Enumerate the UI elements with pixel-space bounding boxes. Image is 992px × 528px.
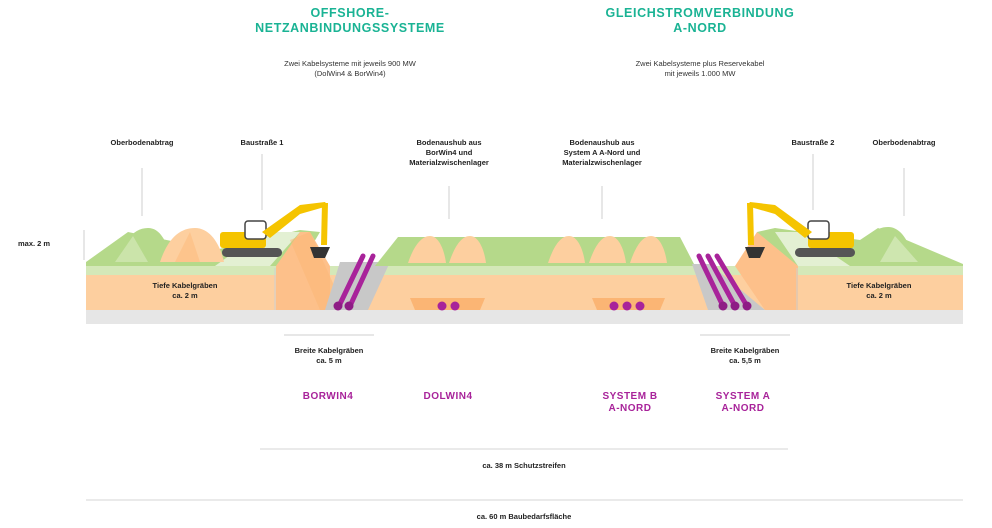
system-a-cable-1: [696, 253, 726, 309]
label-bodenaushub-left-line3: Materialzwischenlager: [409, 158, 489, 167]
label-max-height: max. 2 m: [18, 239, 51, 248]
topsoil-strip: [86, 266, 963, 275]
header-right-title-line2: A-NORD: [673, 21, 727, 35]
header-left-title-line2: NETZANBINDUNGSSYSTEME: [255, 21, 445, 35]
depth-label-left-line2: ca. 2 m: [172, 291, 198, 300]
system-a-cable-2: [705, 253, 738, 309]
system-b-cable-3: [635, 301, 645, 311]
system-label-system-b: SYSTEM B A-NORD: [590, 391, 670, 415]
header-left-subtitle-line2: (DolWin4 & BorWin4): [314, 69, 386, 78]
label-bodenaushub-right: Bodenaushub aus System A A-Nord und Mate…: [542, 138, 662, 168]
label-bodenaushub-left: Bodenaushub aus BorWin4 und Materialzwis…: [389, 138, 509, 168]
system-label-system-a-line2: A-NORD: [721, 403, 765, 414]
label-baustrasse-1: Baustraße 1: [240, 138, 284, 147]
depth-label-right: Tiefe Kabelgräben ca. 2 m: [824, 281, 934, 301]
label-oberboden-left: Oberbodenabtrag: [110, 138, 174, 147]
dolwin4-cable-2: [450, 301, 460, 311]
excavator-left-track: [222, 248, 282, 257]
system-label-system-a: SYSTEM A A-NORD: [703, 391, 783, 415]
construction-area-label: ca. 60 m Baubedarfsfläche: [476, 512, 572, 521]
system-label-borwin4: BORWIN4: [288, 391, 368, 403]
system-label-system-b-line2: A-NORD: [608, 403, 652, 414]
system-label-borwin4-line1: BORWIN4: [302, 391, 354, 402]
label-bodenaushub-left-line2: BorWin4 und: [425, 148, 473, 157]
borwin4-cable-2: [347, 253, 376, 309]
system-a-cables: [696, 253, 750, 309]
system-b-cable-1: [609, 301, 619, 311]
soil-layer: [86, 274, 963, 310]
borwin4-cable-1: [336, 253, 366, 309]
header-right-subtitle-line1: Zwei Kabelsysteme plus Reservekabel: [635, 59, 765, 68]
dolwin4-trench: [410, 298, 485, 310]
system-label-dolwin4-line1: DOLWIN4: [423, 391, 473, 402]
header-left-subtitle: Zwei Kabelsysteme mit jeweils 900 MW (Do…: [230, 59, 470, 79]
callout-lines: [83, 154, 905, 260]
width-label-right: Breite Kabelgräben ca. 5,5 m: [685, 346, 805, 366]
width-label-right-line1: Breite Kabelgräben: [710, 346, 780, 355]
system-label-system-b-line1: SYSTEM B: [602, 391, 658, 402]
system-label-dolwin4: DOLWIN4: [408, 391, 488, 403]
header-right-title: GLEICHSTROMVERBINDUNG A-NORD: [580, 6, 820, 36]
header-right-subtitle-line2: mit jeweils 1.000 MW: [664, 69, 736, 78]
label-bodenaushub-right-line2: System A A-Nord und: [563, 148, 641, 157]
width-label-left: Breite Kabelgräben ca. 5 m: [269, 346, 389, 366]
bodenaushub-heaps-left: [408, 236, 486, 263]
label-bodenaushub-right-line1: Bodenaushub aus: [569, 138, 635, 147]
header-right-title-line1: GLEICHSTROMVERBINDUNG: [605, 6, 795, 20]
base-layer: [86, 310, 963, 324]
system-a-cable-3: [714, 253, 750, 309]
depth-label-right-line2: ca. 2 m: [866, 291, 892, 300]
system-label-system-a-line1: SYSTEM A: [715, 391, 771, 402]
header-left-title-line1: OFFSHORE-: [310, 6, 390, 20]
system-b-cable-2: [622, 301, 632, 311]
depth-label-left-line1: Tiefe Kabelgräben: [152, 281, 218, 290]
width-label-right-line2: ca. 5,5 m: [729, 356, 761, 365]
width-label-left-line1: Breite Kabelgräben: [294, 346, 364, 355]
label-bodenaushub-left-line1: Bodenaushub aus: [416, 138, 482, 147]
header-right-subtitle: Zwei Kabelsysteme plus Reservekabel mit …: [580, 59, 820, 79]
depth-label-left: Tiefe Kabelgräben ca. 2 m: [130, 281, 240, 301]
borwin4-cables: [336, 253, 376, 309]
label-baustrasse-2: Baustraße 2: [791, 138, 835, 147]
label-bodenaushub-right-line3: Materialzwischenlager: [562, 158, 642, 167]
dolwin4-cable-1: [437, 301, 447, 311]
depth-label-right-line1: Tiefe Kabelgräben: [846, 281, 912, 290]
excavator-right-track: [795, 248, 855, 257]
header-left-subtitle-line1: Zwei Kabelsysteme mit jeweils 900 MW: [284, 59, 416, 68]
bodenaushub-heaps-right: [548, 236, 667, 263]
protection-strip-label: ca. 38 m Schutzstreifen: [482, 461, 566, 470]
excavator-left: [220, 202, 330, 258]
excavator-right: [745, 202, 855, 258]
label-oberboden-right: Oberbodenabtrag: [872, 138, 936, 147]
header-left-title: OFFSHORE- NETZANBINDUNGSSYSTEME: [230, 6, 470, 36]
width-label-left-line2: ca. 5 m: [316, 356, 342, 365]
